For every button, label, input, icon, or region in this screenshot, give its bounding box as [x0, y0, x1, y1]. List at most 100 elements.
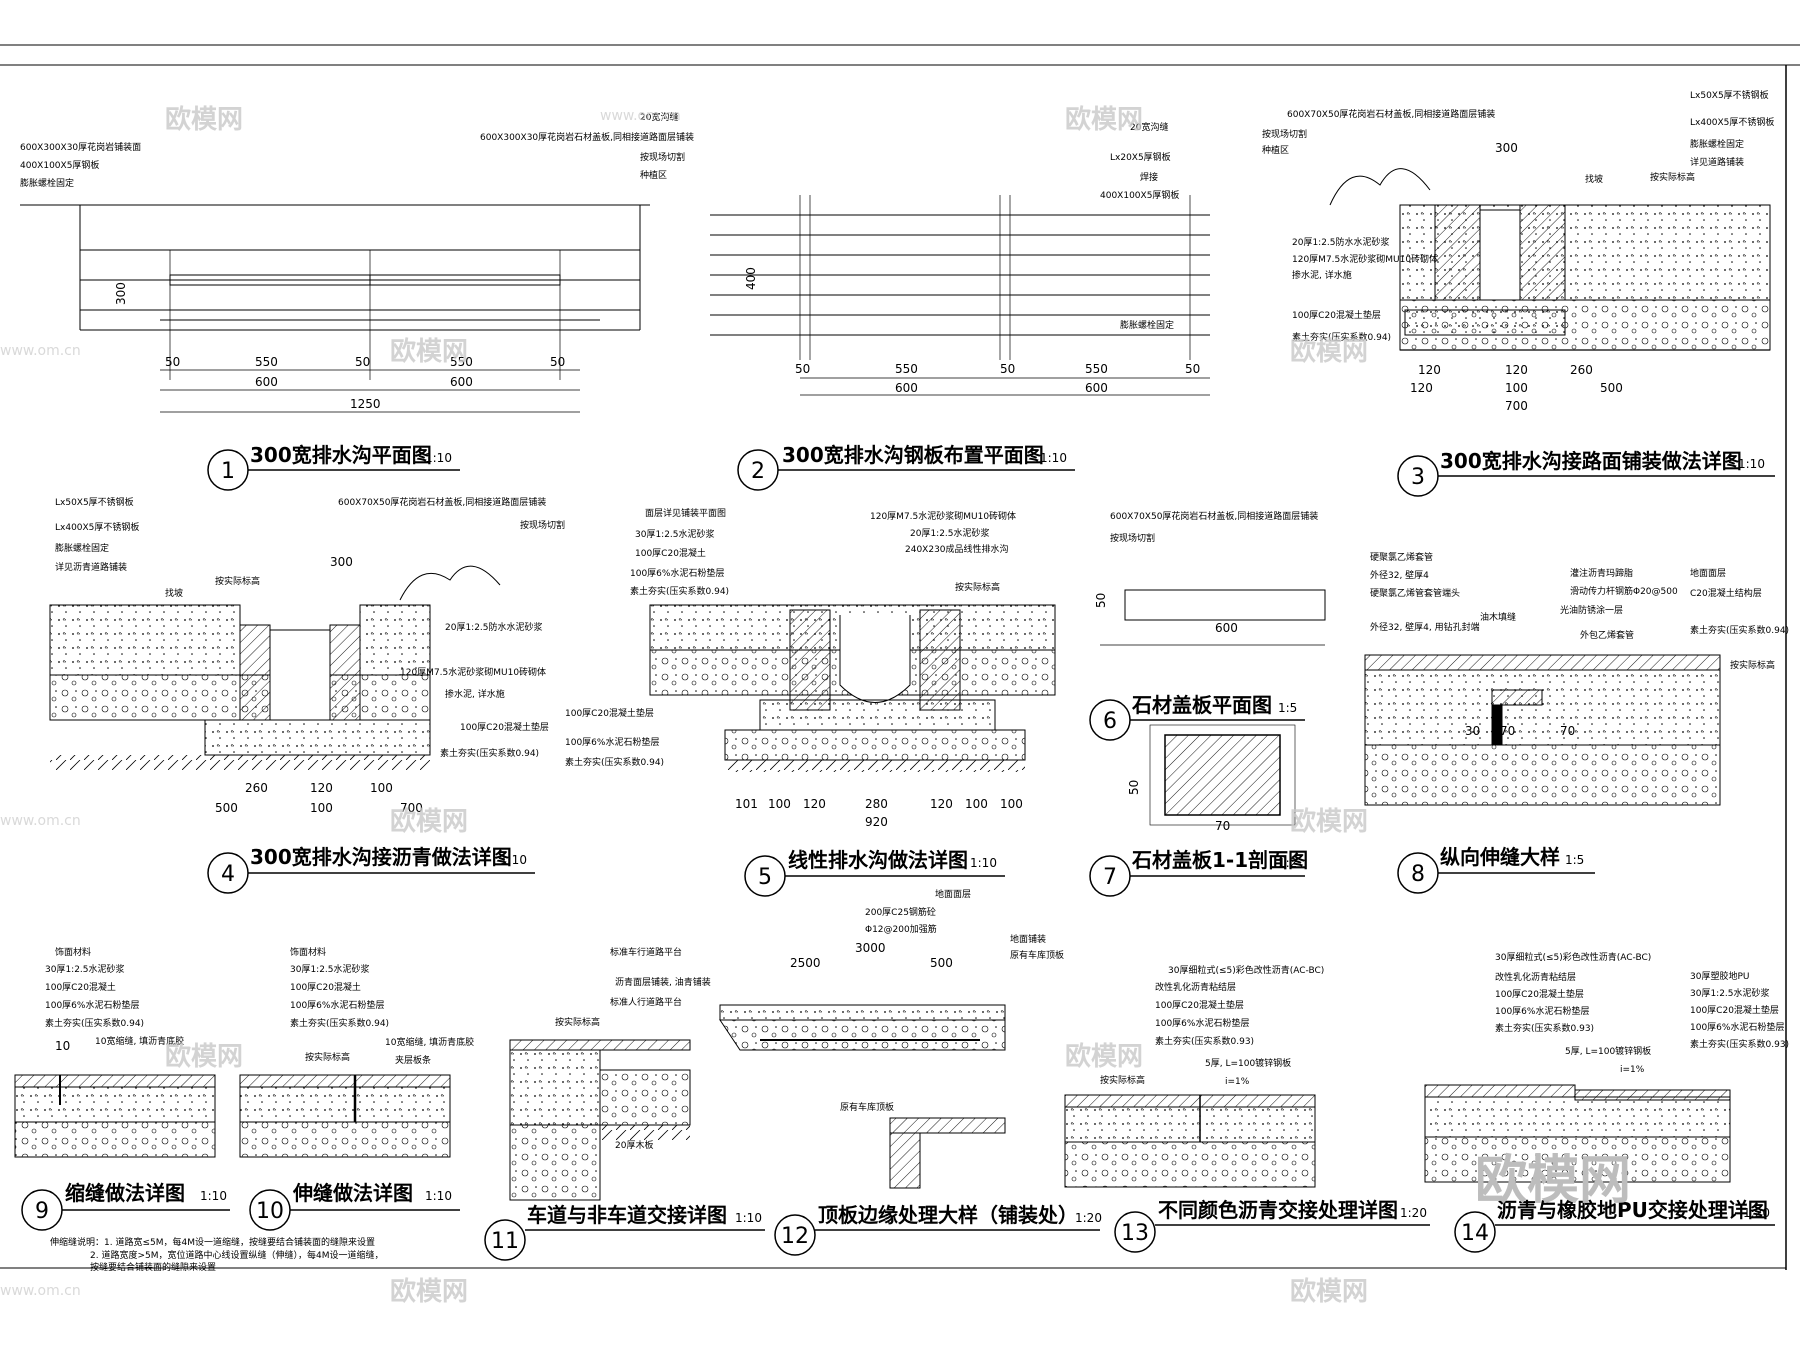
dim-9-0: 10	[55, 1039, 70, 1053]
note-10-7: 夹层板条	[395, 1054, 431, 1066]
note-3-8: 找坡	[1585, 173, 1603, 185]
note-10-6: 按实际标高	[305, 1051, 350, 1063]
detail-7: 70 50 7 石材盖板1-1剖面图 1:2	[1089, 724, 1308, 897]
detail-10-scale: 1:10	[425, 1189, 452, 1203]
note-9-2: 100厚C20混凝土	[45, 981, 116, 993]
note-14-7: 100厚C20混凝土垫层	[1690, 1004, 1779, 1016]
note-4-8: 20厚1:2.5防水水泥砂浆	[445, 621, 543, 633]
note-3-0: 600X70X50厚花岗岩石材盖板,同相接道路面层铺装	[1287, 108, 1495, 120]
note-3-3: Lx50X5厚不锈钢板	[1690, 89, 1769, 101]
note-13-3: 100厚6%水泥石粉垫层	[1155, 1017, 1249, 1029]
note-14-8: 100厚6%水泥石粉垫层	[1690, 1021, 1784, 1033]
note-2-0: 20宽沟缝	[1130, 121, 1168, 133]
note-6-0: 600X70X50厚花岗岩石材盖板,同相接道路面层铺装	[1110, 510, 1318, 522]
note-5-7: 240X230成品线性排水沟	[905, 543, 1009, 555]
note-4-3: 详见沥青道路铺装	[55, 561, 127, 573]
dim-3-8: 120	[1418, 363, 1441, 377]
note-9-5: 10宽缩缝, 填沥青底胶	[95, 1035, 184, 1047]
footnote-line-2: 2. 道路宽度>5M，宽位道路中心线设置纵缝（伸缝），每4M设一道缩缝，	[90, 1249, 383, 1261]
detail-6-scale: 1:5	[1278, 701, 1297, 715]
note-9-3: 100厚6%水泥石粉垫层	[45, 999, 139, 1011]
detail-11-scale: 1:10	[735, 1211, 762, 1225]
note-13-2: 100厚C20混凝土垫层	[1155, 999, 1244, 1011]
note-11-3: 按实际标高	[555, 1016, 600, 1028]
detail-14-scale: 1:20	[1743, 1206, 1770, 1220]
dim-5-9: 280	[865, 797, 888, 811]
dim-3-0: 300	[1495, 141, 1518, 155]
note-2-2: 焊接	[1140, 171, 1158, 183]
note-14-3: 100厚6%水泥石粉垫层	[1495, 1005, 1589, 1017]
detail-11-title: 车道与非车道交接详图	[527, 1203, 727, 1227]
dim-1-5: 600	[255, 375, 278, 389]
note-4-4: 600X70X50厚花岗岩石材盖板,同相接道路面层铺装	[338, 496, 546, 508]
detail-7-number: 7	[1103, 865, 1117, 890]
note-4-7: 找坡	[165, 587, 183, 599]
watermark-brand: 欧模网	[390, 806, 468, 837]
detail-11: 标准车行道路平台 沥青面层铺装, 油青铺装 标准人行道路平台 按实际标高 20厚…	[484, 946, 765, 1261]
dim-1-4: 50	[550, 355, 565, 369]
dim-2-6: 50	[1000, 362, 1015, 376]
dim-4-14: 260	[245, 781, 268, 795]
detail-1: 600X300X30厚花岗岩铺装面 400X100X5厚钢板 膨胀螺栓固定 20…	[20, 111, 694, 491]
watermark-brand: 欧模网	[1290, 806, 1368, 837]
detail-5: 面层详见铺装平面图 30厚1:2.5水泥砂浆 100厚C20混凝土 100厚6%…	[565, 507, 1056, 897]
note-11-0: 标准车行道路平台	[610, 946, 682, 958]
detail-2-title: 300宽排水沟钢板布置平面图	[782, 443, 1044, 467]
note-9-0: 饰面材料	[55, 946, 91, 958]
dim-5-7: 100	[768, 797, 791, 811]
note-14-5: 30厚塑胶地PU	[1690, 970, 1749, 982]
dim-4-16: 100	[370, 781, 393, 795]
note-11-2: 标准人行道路平台	[610, 996, 682, 1008]
note-8-5: 滑动传力杆钢筋Φ20@500	[1570, 585, 1678, 597]
note-14-9: 素土夯实(压实系数0.93)	[1690, 1038, 1789, 1050]
note-11-1: 沥青面层铺装, 油青铺装	[615, 976, 711, 988]
note-3-10: 120厚M7.5水泥砂浆砌MU10砖砌体	[1292, 253, 1438, 265]
dim-1-0: 50	[165, 355, 180, 369]
dim-6-1: 50	[1094, 593, 1108, 608]
note-8-9: C20混凝土结构层	[1690, 587, 1762, 599]
note-10-1: 30厚1:2.5水泥砂浆	[290, 963, 370, 975]
note-8-0: 硬聚氯乙烯套管	[1370, 551, 1433, 563]
detail-1-title: 300宽排水沟平面图	[250, 443, 432, 467]
dim-1-8: 300	[114, 282, 128, 305]
note-5-10: 100厚6%水泥石粉垫层	[565, 736, 659, 748]
note-2-4: 膨胀螺栓固定	[1120, 319, 1174, 331]
detail-4: Lx50X5厚不锈钢板 Lx400X5厚不锈钢板 膨胀螺栓固定 详见沥青道路铺装…	[49, 496, 565, 894]
dim-12-0: 3000	[855, 941, 886, 955]
note-13-7: 按实际标高	[1100, 1074, 1145, 1086]
dim-1-7: 1250	[350, 397, 381, 411]
note-1-6: 种植区	[640, 169, 667, 181]
detail-3-number: 3	[1411, 465, 1425, 490]
dim-3-10: 260	[1570, 363, 1593, 377]
dim-12-2: 500	[930, 956, 953, 970]
note-3-11: 掺水泥, 详水施	[1292, 269, 1352, 281]
watermark-brand: 欧模网	[165, 104, 243, 135]
note-11-4: 20厚木板	[615, 1139, 653, 1151]
dim-3-12: 100	[1505, 381, 1528, 395]
note-5-0: 面层详见铺装平面图	[645, 507, 726, 519]
dim-2-8: 50	[1185, 362, 1200, 376]
note-3-6: 详见道路铺装	[1690, 156, 1744, 168]
note-13-4: 素土夯实(压实系数0.93)	[1155, 1035, 1254, 1047]
detail-8-number: 8	[1411, 862, 1425, 887]
note-3-5: 膨胀螺栓固定	[1690, 138, 1744, 150]
watermark-brand: 欧模网	[1065, 1041, 1143, 1072]
footnote-line-1: 伸缩缝说明：1. 道路宽≤5M，每4M设一道缩缝，按缝要结合铺装面的缝隙来设置	[50, 1236, 375, 1248]
note-12-5: 原有车库顶板	[840, 1101, 894, 1113]
detail-11-number: 11	[491, 1229, 519, 1254]
note-1-2: 膨胀螺栓固定	[20, 177, 74, 189]
note-1-3: 20宽沟缝	[640, 111, 678, 123]
watermark-brand: 欧模网	[390, 336, 468, 367]
note-5-11: 素土夯实(压实系数0.94)	[565, 756, 664, 768]
watermark-corner: 欧模网	[1475, 1151, 1631, 1211]
dim-7-1: 50	[1127, 780, 1141, 795]
dim-1-1: 550	[255, 355, 278, 369]
watermark-brand: 欧模网	[165, 1041, 243, 1072]
dim-3-13: 500	[1600, 381, 1623, 395]
dim-2-5: 550	[895, 362, 918, 376]
note-14-2: 100厚C20混凝土垫层	[1495, 988, 1584, 1000]
note-14-6: 30厚1:2.5水泥砂浆	[1690, 987, 1770, 999]
note-1-5: 按现场切割	[640, 151, 685, 163]
detail-10-title: 伸缝做法详图	[292, 1181, 413, 1205]
note-4-6: 按实际标高	[215, 575, 260, 587]
